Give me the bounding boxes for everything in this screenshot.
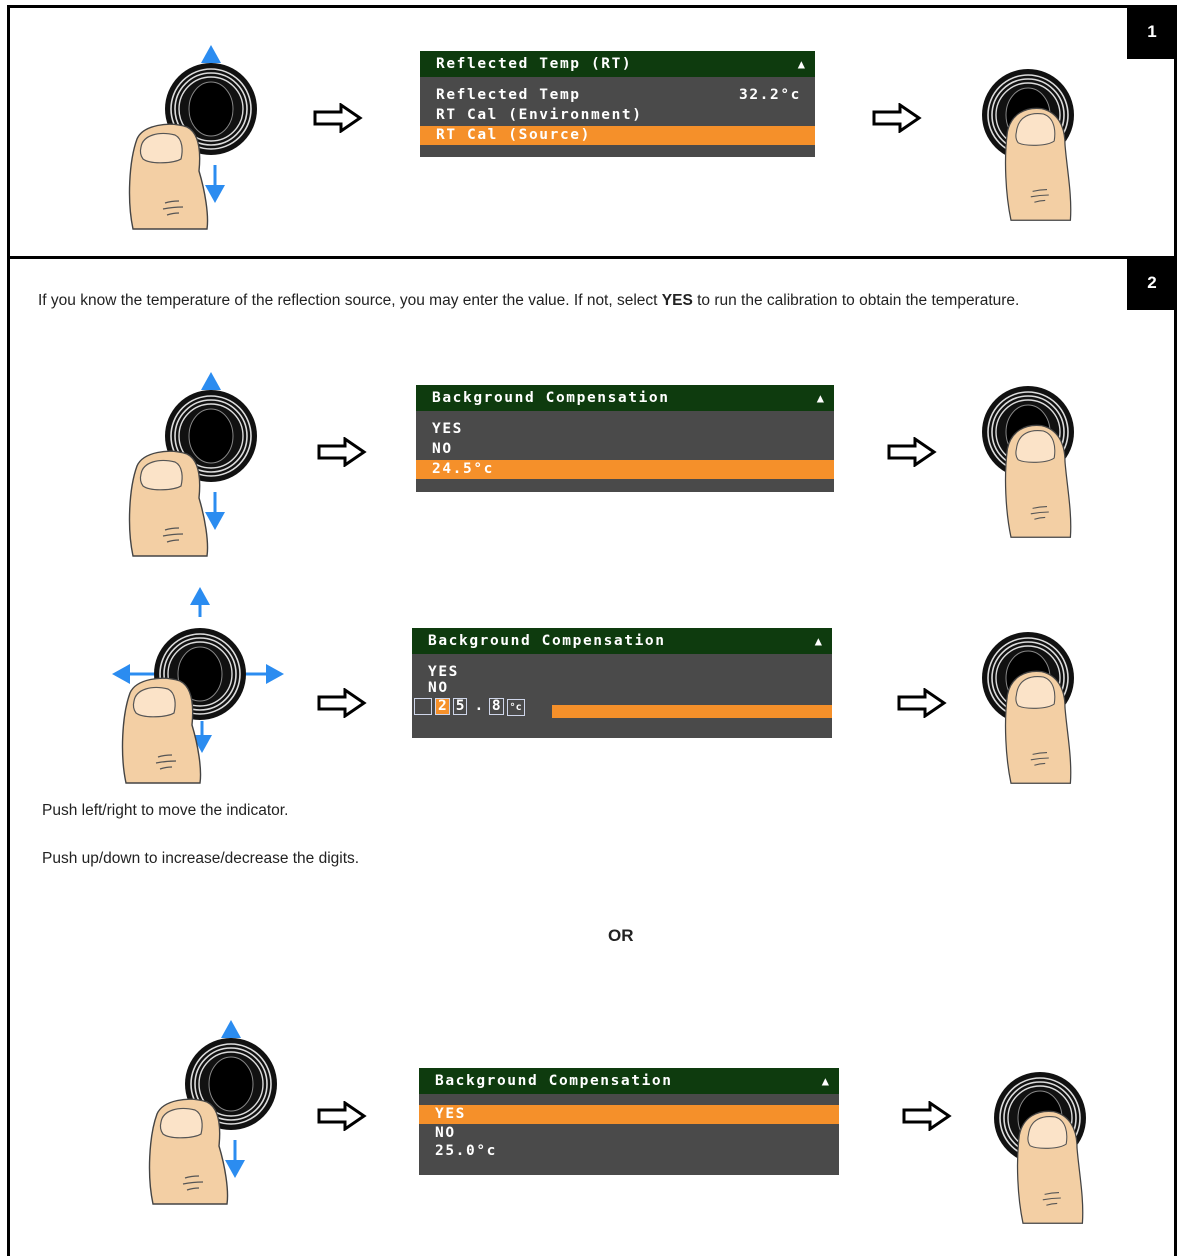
lcd-row: Reflected Temp 32.2°c <box>420 86 815 105</box>
next-arrow-icon <box>872 103 921 133</box>
step-1-number: 1 <box>1127 5 1177 59</box>
lcd-header-title: Background Compensation <box>428 633 666 649</box>
lcd-header-title: Background Compensation <box>432 390 670 406</box>
step-2-intro: If you know the temperature of the refle… <box>38 288 1088 313</box>
lcd-row-label: RT Cal (Environment) <box>436 107 643 123</box>
lcd-row-label: NO <box>435 1125 456 1141</box>
intro-text: If you know the temperature of the refle… <box>38 292 662 309</box>
updown-icon: ▲︎ <box>814 634 822 648</box>
digit-box[interactable]: 5 <box>452 698 468 715</box>
next-arrow-icon <box>317 688 366 718</box>
hint-move: Push left/right to move the indicator. <box>42 802 289 819</box>
joystick-four-way-graphic <box>112 587 284 784</box>
lcd-row: NO <box>419 1124 839 1143</box>
up-arrow-icon <box>201 372 221 390</box>
joystick-up-down-graphic <box>128 372 258 557</box>
thumb-icon <box>1004 670 1072 784</box>
digit-box[interactable]: 2 <box>435 698 450 715</box>
lcd-row: RT Cal (Environment) <box>420 106 815 125</box>
step-2-panel <box>7 256 1177 1256</box>
lcd-row-label: NO <box>432 441 453 457</box>
hint-adjust: Push up/down to increase/decrease the di… <box>42 850 360 867</box>
lcd-header: Background Compensation ▲︎ <box>419 1068 839 1094</box>
left-arrow-icon <box>112 664 130 684</box>
lcd-row-label: YES <box>428 664 459 680</box>
thumb-icon <box>128 450 209 557</box>
updown-icon: ▲︎ <box>821 1074 829 1088</box>
lcd-row-value: 32.2°c <box>739 87 801 103</box>
lcd-row-label: 25.0°c <box>435 1143 497 1159</box>
updown-icon: ▲︎ <box>816 391 824 405</box>
step-2-number: 2 <box>1127 256 1177 310</box>
lcd-row-highlight <box>552 705 832 718</box>
next-arrow-icon <box>313 103 362 133</box>
thumb-icon <box>1004 107 1072 221</box>
lcd-row-label: 24.5°c <box>432 461 494 477</box>
lcd-row: 25.0°c <box>419 1142 839 1161</box>
press-knob-graphic <box>981 631 1075 784</box>
unit-box: °c <box>506 699 525 716</box>
lcd-row: NO <box>412 679 832 698</box>
lcd-background-compensation: Background Compensation ▲︎ YES NO 24.5°c <box>416 385 834 492</box>
press-knob-graphic <box>981 68 1075 221</box>
lcd-header-title: Reflected Temp (RT) <box>436 56 633 72</box>
down-arrow-icon <box>205 512 225 530</box>
down-arrow-icon <box>225 1160 245 1178</box>
intro-text: to run the calibration to obtain the tem… <box>692 292 1020 309</box>
thumb-icon <box>1016 1110 1084 1224</box>
lcd-row-selected: 24.5°c <box>416 460 834 479</box>
next-arrow-icon <box>317 437 366 467</box>
lcd-header-title: Background Compensation <box>435 1073 673 1089</box>
digit-box[interactable]: 8 <box>488 698 504 715</box>
lcd-row-selected: YES <box>419 1105 839 1124</box>
updown-icon: ▲︎ <box>797 57 805 71</box>
lcd-row-selected: RT Cal (Source) <box>420 126 815 145</box>
up-arrow-icon <box>221 1020 241 1038</box>
next-arrow-icon <box>897 688 946 718</box>
next-arrow-icon <box>317 1101 366 1131</box>
lcd-row-label: YES <box>435 1106 466 1122</box>
lcd-row: YES <box>412 663 832 682</box>
thumb-icon <box>128 123 209 230</box>
lcd-row-label: YES <box>432 421 463 437</box>
joystick-up-down-graphic <box>148 1020 278 1205</box>
lcd-header: Reflected Temp (RT) ▲︎ <box>420 51 815 77</box>
thumb-icon <box>148 1098 229 1205</box>
press-knob-graphic <box>993 1071 1087 1224</box>
next-arrow-icon <box>887 437 936 467</box>
lcd-row-label: RT Cal (Source) <box>436 127 591 143</box>
lcd-header: Background Compensation ▲︎ <box>416 385 834 411</box>
right-arrow-icon <box>266 664 284 684</box>
thumb-icon <box>121 677 202 784</box>
up-arrow-icon <box>201 45 221 63</box>
press-knob-graphic <box>981 385 1075 538</box>
digit-cursor-slot[interactable] <box>414 698 432 715</box>
lcd-reflected-temp: Reflected Temp (RT) ▲︎ Reflected Temp 32… <box>420 51 815 157</box>
decimal-point: . <box>474 698 485 714</box>
up-arrow-icon <box>190 587 210 605</box>
down-arrow-icon <box>205 185 225 203</box>
lcd-row: YES <box>416 420 834 439</box>
lcd-row-label: NO <box>428 680 449 696</box>
lcd-row: NO <box>416 440 834 459</box>
or-label: OR <box>608 926 634 945</box>
lcd-row-label: Reflected Temp <box>436 87 581 103</box>
next-arrow-icon <box>902 1101 951 1131</box>
intro-bold: YES <box>661 292 693 309</box>
lcd-header: Background Compensation ▲︎ <box>412 628 832 654</box>
lcd-background-compensation-yes: Background Compensation ▲︎ YES NO 25.0°c <box>419 1068 839 1175</box>
joystick-up-down-graphic <box>128 45 258 230</box>
thumb-icon <box>1004 424 1072 538</box>
